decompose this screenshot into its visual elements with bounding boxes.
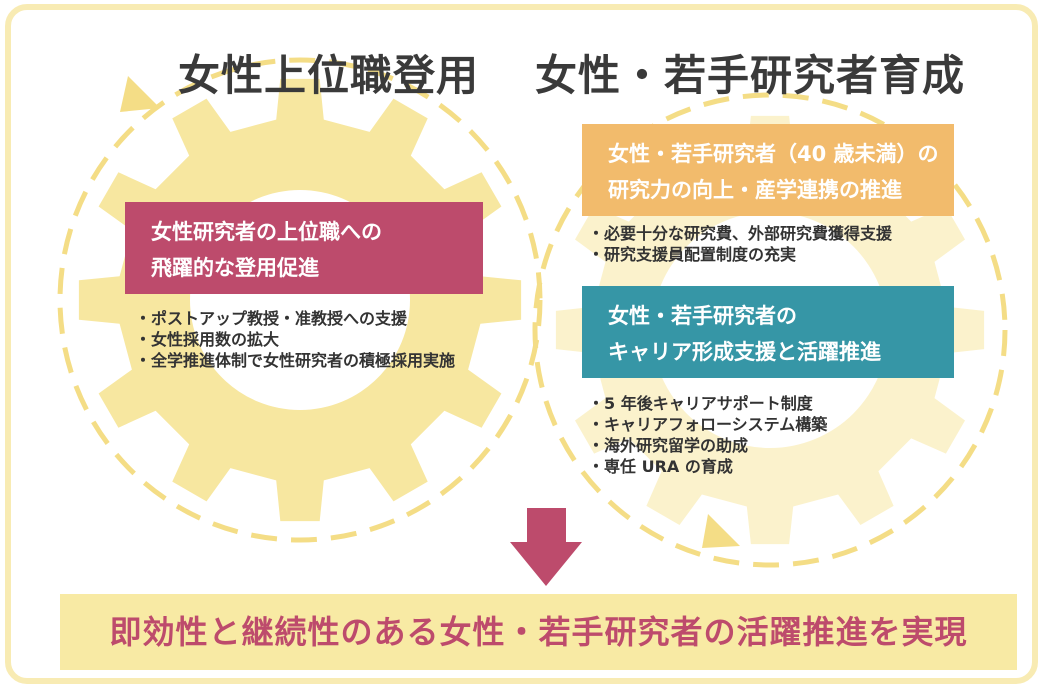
research-bullet-list: ・必要十分な研究費、外部研究費獲得支援 ・研究支援員配置制度の充実 — [588, 223, 892, 265]
box-line: キャリア形成支援と活躍推進 — [608, 340, 881, 364]
list-item: ・ポストアップ教授・准教授への支援 — [135, 309, 408, 328]
list-item: ・キャリアフォローシステム構築 — [588, 415, 828, 434]
career-bullet-list: ・5 年後キャリアサポート制度 ・キャリアフォローシステム構築 ・海外研究留学の… — [588, 393, 827, 477]
left-cycle-dashed-circle — [57, 57, 543, 543]
box-line: 女性・若手研究者の — [608, 304, 797, 328]
list-item: ・海外研究留学の助成 — [588, 436, 749, 455]
conclusion-banner: 即効性と継続性のある女性・若手研究者の活躍推進を実現 — [60, 594, 1017, 670]
promotion-bullet-list: ・ポストアップ教授・准教授への支援 ・女性採用数の拡大 ・全学推進体制で女性研究… — [135, 308, 455, 371]
cycle-arrowhead-icon — [702, 514, 740, 548]
list-item: ・5 年後キャリアサポート制度 — [588, 394, 813, 413]
right-gear-shape — [555, 115, 985, 545]
down-arrow-icon — [510, 508, 582, 586]
list-item: ・必要十分な研究費、外部研究費獲得支援 — [588, 224, 893, 243]
box-line: 研究力の向上・産学連携の推進 — [608, 178, 902, 202]
list-item: ・女性採用数の拡大 — [135, 330, 280, 349]
left-gear-icon — [78, 78, 522, 522]
box-line: 女性・若手研究者（40 歳未満）の — [608, 142, 939, 166]
cycle-arrowhead-icon — [120, 76, 160, 112]
box-line: 飛躍的な登用促進 — [151, 256, 319, 280]
female-promotion-box: 女性研究者の上位職への 飛躍的な登用促進 — [125, 202, 483, 294]
left-gear-shape — [78, 78, 522, 522]
list-item: ・全学推進体制で女性研究者の積極採用実施 — [135, 351, 456, 370]
list-item: ・専任 URA の育成 — [588, 457, 733, 476]
career-support-box: 女性・若手研究者の キャリア形成支援と活躍推進 — [582, 286, 954, 378]
heading-right: 女性・若手研究者育成 — [535, 51, 966, 100]
box-line: 女性研究者の上位職への — [151, 220, 382, 244]
right-cycle-dashed-circle — [532, 92, 1008, 568]
list-item: ・研究支援員配置制度の充実 — [588, 245, 797, 264]
research-capability-box: 女性・若手研究者（40 歳未満）の 研究力の向上・産学連携の推進 — [582, 124, 954, 216]
heading-left: 女性上位職登用 — [178, 51, 480, 100]
outer-frame — [5, 4, 1038, 684]
right-gear-icon — [555, 115, 985, 545]
